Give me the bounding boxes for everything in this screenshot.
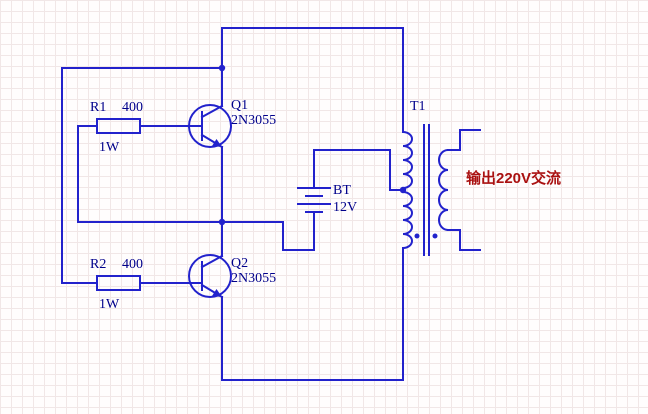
transformer-ref-label: T1: [410, 99, 426, 114]
component-labels: R1 400 1W R2 400 1W Q1 2N3055 Q2 2N3055 …: [90, 98, 426, 312]
q1-leads: [200, 67, 224, 223]
q2-part-label: 2N3055: [231, 271, 276, 286]
r2-power-label: 1W: [99, 297, 120, 312]
junction-dot-collector-q1: [218, 64, 226, 72]
transformer-symbol: [401, 124, 481, 256]
q2-emitter-arrow: [212, 289, 222, 297]
junction-dot-center-tap: [399, 186, 407, 194]
q1-emitter-arrow: [212, 139, 222, 147]
r1-value-label: 400: [122, 100, 143, 115]
wire-secondary-output-leads: [447, 129, 481, 251]
r2-value-label: 400: [122, 257, 143, 272]
circuit-wires: [61, 27, 481, 381]
wire-mid-node-to-battery: [221, 211, 315, 251]
q1-envelope-circle: [188, 104, 232, 148]
q1-part-label: 2N3055: [231, 113, 276, 128]
q2-leads: [200, 221, 224, 381]
wire-left-inner-rail: [77, 125, 223, 223]
transformer-core: [423, 124, 430, 256]
resistor-r2-body: [96, 275, 141, 291]
battery-value-label: 12V: [333, 200, 357, 215]
wire-battery-to-center-tap: [313, 149, 404, 191]
transistor-q1-symbol: [188, 67, 232, 223]
r2-ref-label: R2: [90, 257, 106, 272]
battery-symbol: [297, 187, 331, 213]
wire-top-rail: [221, 27, 404, 131]
battery-ref-label: BT: [333, 183, 351, 198]
transformer-secondary-winding: [438, 148, 450, 232]
junction-marks: [212, 64, 438, 297]
r1-power-label: 1W: [99, 140, 120, 155]
wire-bottom-rail: [221, 247, 404, 381]
phase-dot-primary: [414, 233, 420, 239]
transistor-q2-symbol: [188, 221, 232, 381]
output-annotation: 输出220V交流: [466, 169, 561, 187]
junction-dot-mid-node: [218, 218, 226, 226]
q2-ref-label: Q2: [231, 256, 248, 271]
resistor-r1-body: [96, 118, 141, 134]
wire-left-outer-rail: [61, 67, 223, 284]
r1-ref-label: R1: [90, 100, 106, 115]
q2-envelope-circle: [188, 254, 232, 298]
phase-dot-secondary: [432, 233, 438, 239]
battery-plates: [297, 187, 331, 213]
q1-ref-label: Q1: [231, 98, 248, 113]
